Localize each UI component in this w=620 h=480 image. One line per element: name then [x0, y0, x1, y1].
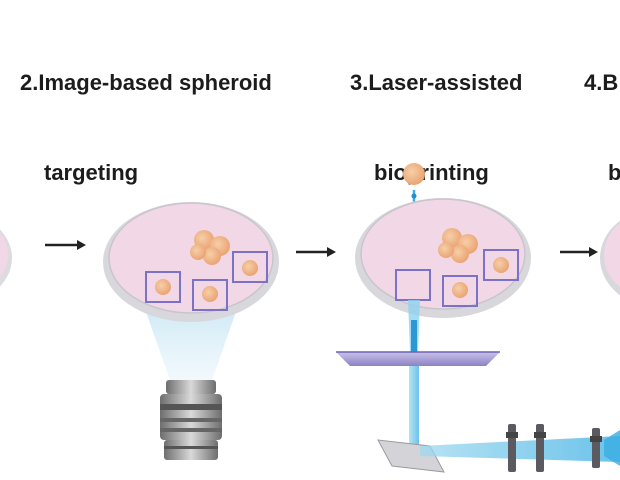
laser-beam-vertical — [409, 366, 419, 446]
laser-beam-horizontal — [420, 436, 620, 462]
target-box — [192, 279, 228, 311]
step-2-title-line-1: 2.Image-based spheroid — [20, 70, 272, 95]
step-1-dish-fragment — [0, 229, 12, 287]
step-2-illustration — [103, 202, 279, 460]
step-3-title: 3.Laser-assisted bioprinting — [350, 8, 522, 218]
step-3-illustration — [336, 163, 620, 473]
step-4-title: 4.B b — [584, 8, 620, 218]
arrow-1 — [45, 240, 86, 250]
step-3-title-line-1: 3.Laser-assisted — [350, 70, 523, 95]
target-box — [483, 249, 519, 281]
target-box — [145, 271, 181, 303]
spheroid — [155, 279, 171, 295]
dish-medium — [109, 203, 273, 313]
step-2-title: 2.Image-based spheroid targeting — [20, 8, 272, 218]
ejected-spheroid — [403, 163, 425, 185]
glass-plate — [336, 352, 500, 366]
spheroid — [202, 286, 218, 302]
spheroid — [242, 260, 258, 276]
imaging-light-cone — [146, 312, 236, 380]
spheroid-cluster — [190, 230, 230, 265]
target-box — [442, 275, 478, 307]
target-box — [232, 251, 268, 283]
step-4-title-line-2: b — [608, 160, 620, 185]
step-3-title-line-2: bioprinting — [374, 160, 489, 185]
dish-medium — [0, 233, 8, 277]
step-4-title-line-1: 4.B — [584, 70, 619, 95]
microscope-objective-icon — [160, 380, 222, 460]
step-2-title-line-2: targeting — [44, 160, 139, 185]
lens-icon — [534, 424, 546, 472]
spheroid — [452, 282, 468, 298]
spheroid-cluster — [438, 228, 478, 263]
lens-icon — [590, 428, 602, 468]
step-4-fragment — [600, 220, 620, 296]
lens-icon — [506, 424, 518, 472]
arrow-3 — [560, 247, 598, 257]
spheroid — [493, 257, 509, 273]
arrow-2 — [296, 247, 336, 257]
